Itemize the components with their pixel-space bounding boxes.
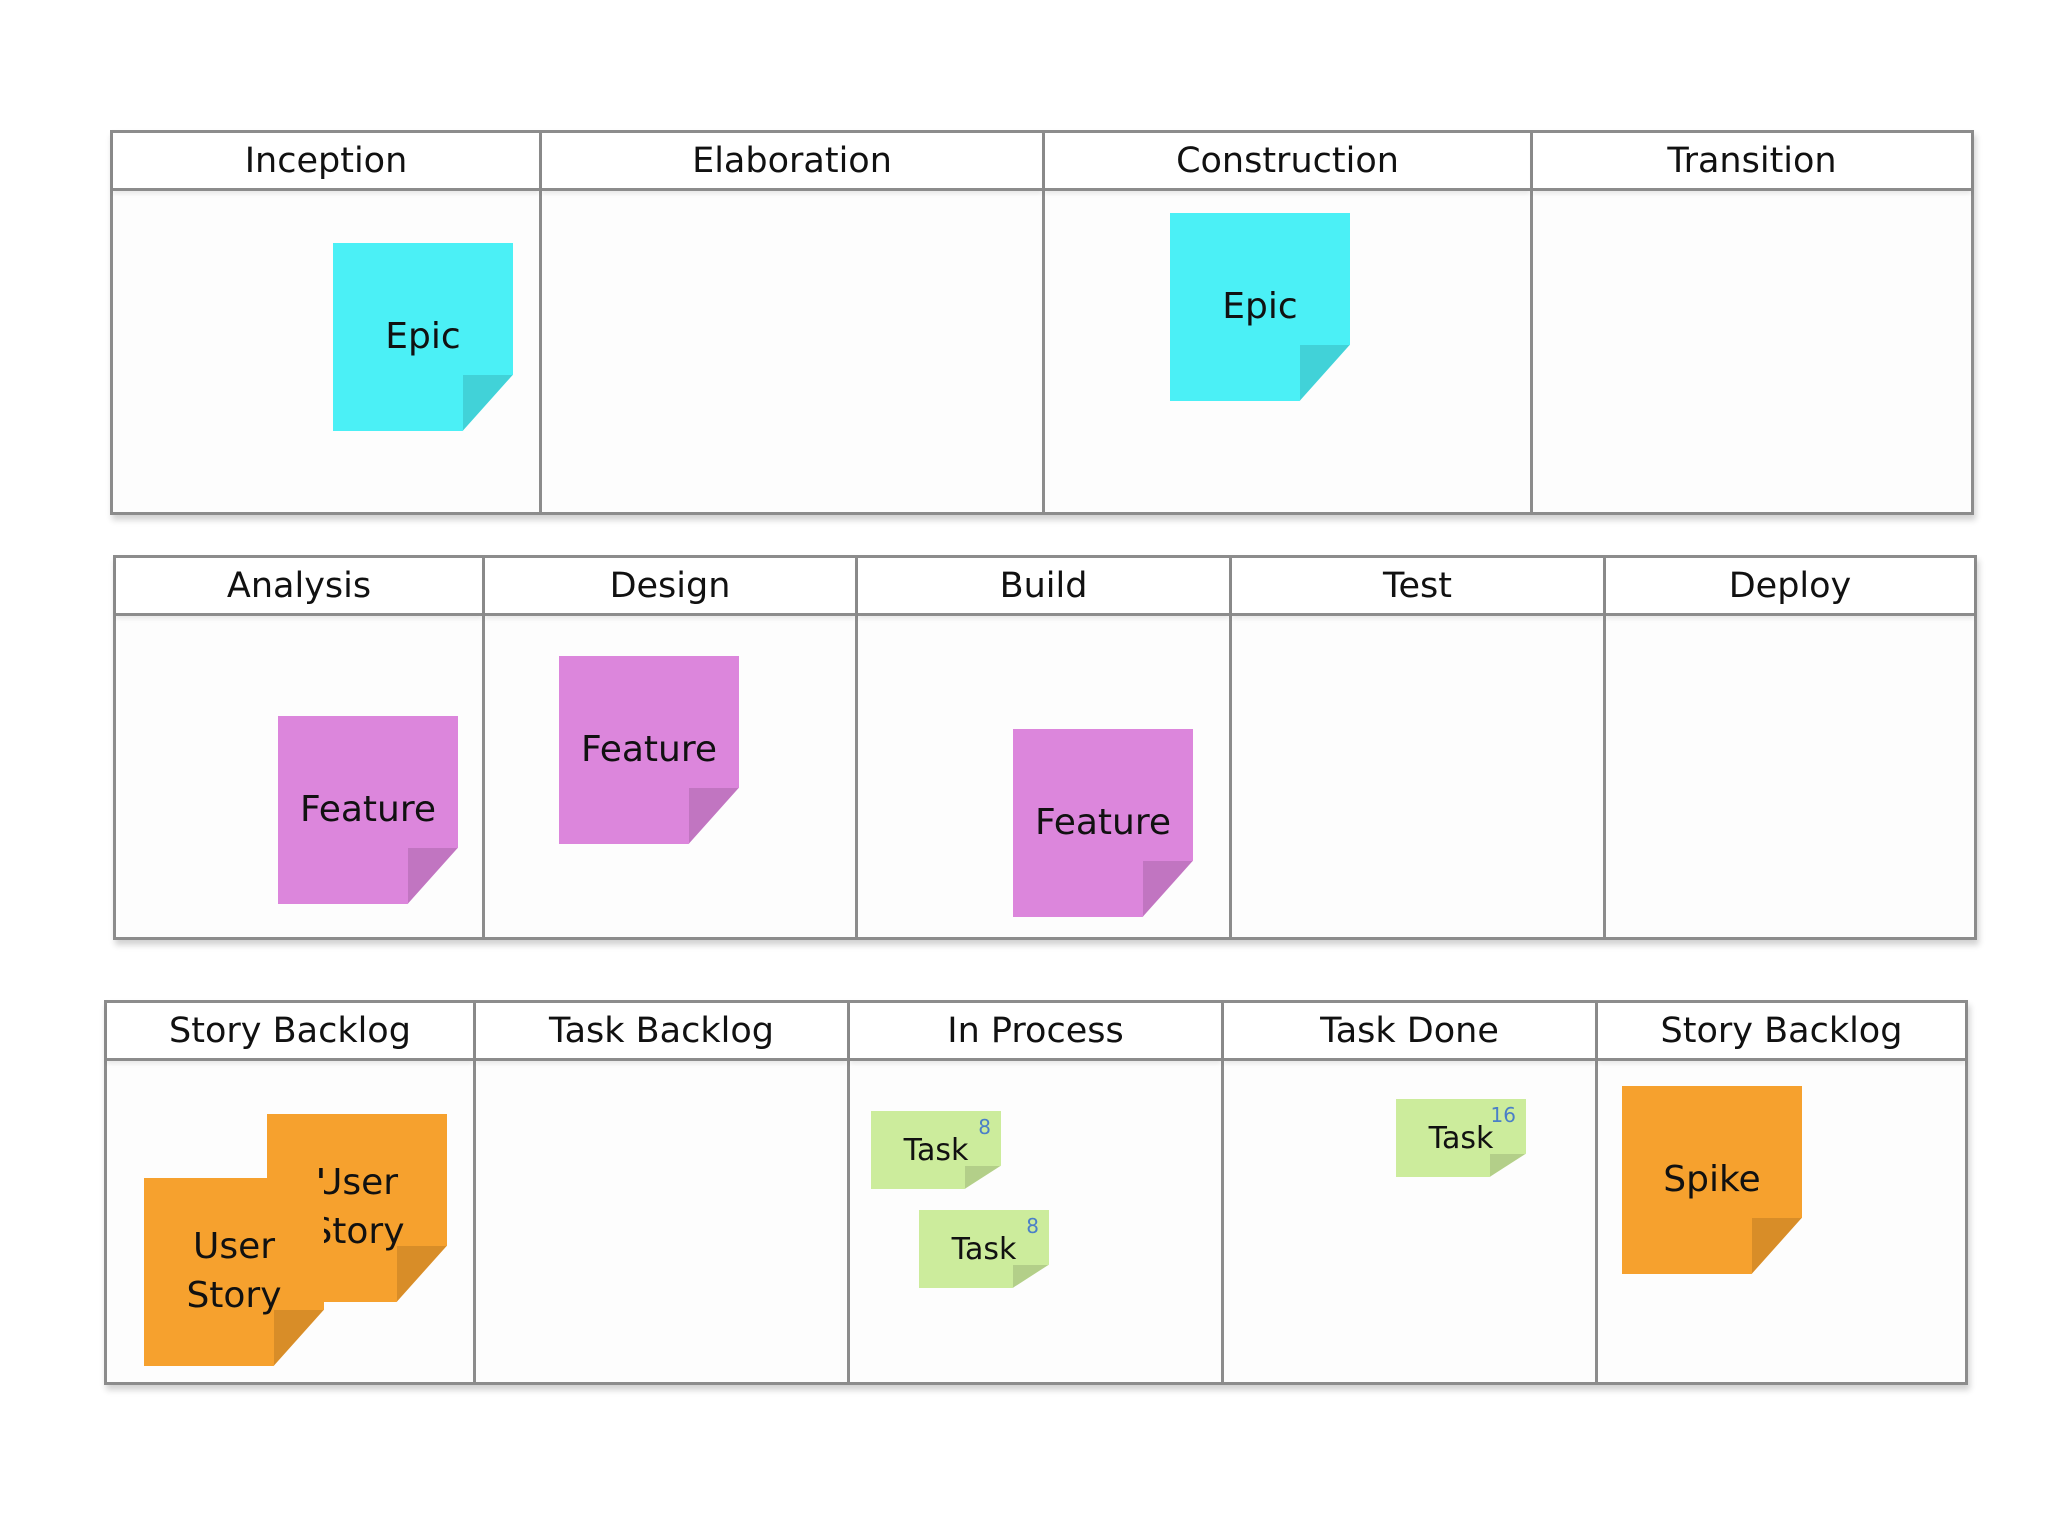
column-header: Task Backlog [476,1003,847,1061]
column-analysis: Analysis Feature [116,558,482,937]
note-fold-icon [1012,1264,1049,1288]
user-story-note[interactable]: User Story [144,1178,324,1366]
note-fold-icon [273,1309,324,1366]
column-task-done: Task Done Task 16 [1221,1003,1595,1382]
note-label: Task [903,1132,969,1168]
note-fold-icon [1751,1217,1802,1274]
epic-note[interactable]: Epic [1170,213,1350,401]
feature-board: Analysis Feature Design Feature Build Fe… [113,555,1977,940]
column-story-backlog: Story Backlog User Story User Story [107,1003,473,1382]
task-board: Story Backlog User Story User Story Task… [104,1000,1968,1385]
column-header: Analysis [116,558,482,616]
column-inception: Inception Epic [113,133,539,512]
column-header: Transition [1533,133,1971,191]
column-in-process: In Process Task 8 Task 8 [847,1003,1221,1382]
note-label: Epic [385,315,461,357]
note-label: Feature [299,788,437,830]
story-points: 8 [978,1115,991,1139]
column-header: Story Backlog [1598,1003,1965,1061]
note-label: User Story [309,1162,405,1252]
column-header: Test [1232,558,1603,616]
note-fold-icon [688,787,739,844]
column-header: In Process [850,1003,1221,1061]
column-test: Test [1229,558,1603,937]
note-fold-icon [1299,344,1350,401]
note-label: Epic [1222,285,1298,327]
column-header: Inception [113,133,539,191]
task-note[interactable]: Task 16 [1396,1099,1526,1177]
note-fold-icon [462,374,513,431]
spike-note[interactable]: Spike [1622,1086,1802,1274]
story-points: 16 [1490,1103,1516,1127]
column-header: Deploy [1606,558,1974,616]
note-label: Feature [1034,801,1172,843]
column-header: Build [858,558,1229,616]
note-label: Feature [580,728,718,770]
column-transition: Transition [1530,133,1971,512]
note-fold-icon [964,1165,1001,1189]
feature-note[interactable]: Feature [278,716,458,904]
note-fold-icon [1489,1153,1526,1177]
column-header: Construction [1045,133,1530,191]
column-elaboration: Elaboration [539,133,1042,512]
column-task-backlog: Task Backlog [473,1003,847,1382]
feature-note[interactable]: Feature [1013,729,1193,917]
note-label: Task [1428,1120,1494,1156]
feature-note[interactable]: Feature [559,656,739,844]
column-header: Elaboration [542,133,1042,191]
task-note[interactable]: Task 8 [871,1111,1001,1189]
column-construction: Construction Epic [1042,133,1530,512]
note-fold-icon [407,847,458,904]
task-note[interactable]: Task 8 [919,1210,1049,1288]
column-header: Task Done [1224,1003,1595,1061]
note-label: User Story [186,1226,282,1316]
note-fold-icon [1142,860,1193,917]
column-header: Story Backlog [107,1003,473,1061]
column-story-backlog-2: Story Backlog Spike [1595,1003,1965,1382]
phase-board: Inception Epic Elaboration Construction … [110,130,1974,515]
epic-note[interactable]: Epic [333,243,513,431]
note-fold-icon [396,1245,447,1302]
note-label: Task [951,1231,1017,1267]
column-build: Build Feature [855,558,1229,937]
note-label: Spike [1663,1158,1761,1200]
column-header: Design [485,558,855,616]
column-design: Design Feature [482,558,855,937]
story-points: 8 [1026,1214,1039,1238]
column-deploy: Deploy [1603,558,1974,937]
